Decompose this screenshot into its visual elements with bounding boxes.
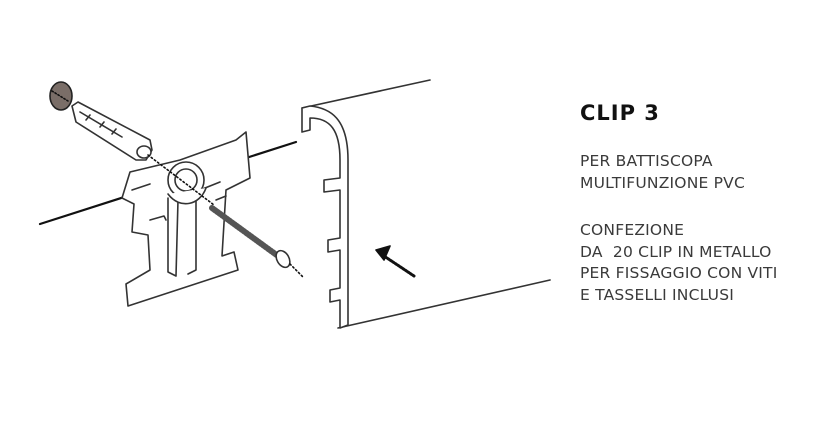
- product-title: CLIP 3: [580, 101, 660, 125]
- wall-anchor-icon: [71, 101, 153, 161]
- screw-icon: [209, 205, 291, 269]
- package-line: CONFEZIONE: [580, 221, 685, 239]
- push-arrow-icon: [375, 245, 416, 278]
- description-line: MULTIFUNZIONE PVC: [580, 174, 745, 192]
- package-line: E TASSELLI INCLUSI: [580, 286, 735, 304]
- package-line: DA 20 CLIP IN METALLO: [580, 243, 772, 261]
- description-line: PER BATTISCOPA: [580, 152, 713, 170]
- package-line: PER FISSAGGIO CON VITI: [580, 264, 778, 282]
- skirting-board-icon: [301, 79, 551, 329]
- metal-clip-icon: [121, 131, 251, 307]
